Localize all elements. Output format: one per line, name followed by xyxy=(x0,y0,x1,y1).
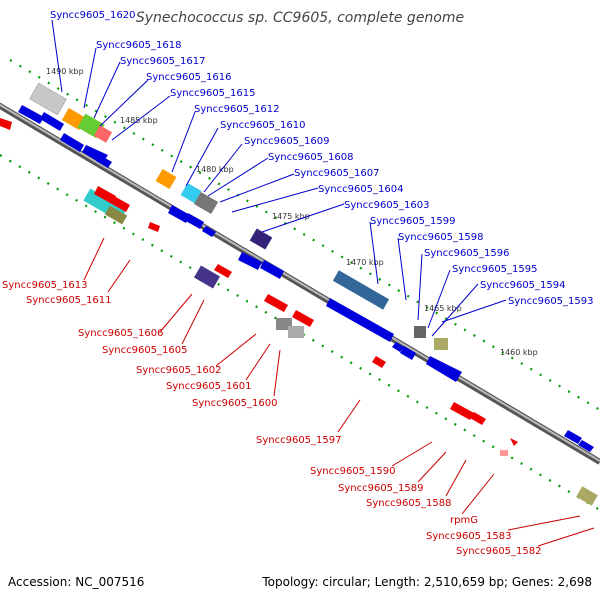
gene-arrow-k[interactable] xyxy=(326,298,394,342)
label-syncc9605-1582[interactable]: Syncc9605_1582 xyxy=(456,546,542,557)
gene-arrow-f[interactable] xyxy=(168,205,190,223)
reverse-label-leaders xyxy=(83,237,595,547)
reverse-gene-labels: Syncc9605_1613 Syncc9605_1611 Syncc9605_… xyxy=(2,280,542,557)
gene-1610-box[interactable] xyxy=(180,182,202,204)
label-syncc9605-1611[interactable]: Syncc9605_1611 xyxy=(26,295,112,306)
label-syncc9605-1595[interactable]: Syncc9605_1595 xyxy=(452,264,538,275)
gene-1616-box[interactable] xyxy=(93,125,113,143)
label-syncc9605-1609[interactable]: Syncc9605_1609 xyxy=(244,136,330,147)
gene-arrow-m[interactable] xyxy=(400,346,416,360)
gene-1600-box[interactable] xyxy=(288,326,304,338)
label-syncc9605-1583[interactable]: Syncc9605_1583 xyxy=(426,531,512,542)
gene-arrow-r7[interactable] xyxy=(292,310,314,327)
reverse-genes xyxy=(0,118,598,506)
gene-1606-box[interactable] xyxy=(193,265,221,289)
label-syncc9605-1620[interactable]: Syncc9605_1620 xyxy=(50,10,136,21)
gene-1583-box[interactable] xyxy=(576,486,598,506)
gene-rpmg-box[interactable] xyxy=(500,450,508,456)
label-syncc9605-1601[interactable]: Syncc9605_1601 xyxy=(166,381,252,392)
forward-gene-labels: Syncc9605_1620 Syncc9605_1618 Syncc9605_… xyxy=(50,10,594,307)
gene-arrow-r3[interactable] xyxy=(110,196,130,212)
label-syncc9605-1613[interactable]: Syncc9605_1613 xyxy=(2,280,88,291)
label-syncc9605-1608[interactable]: Syncc9605_1608 xyxy=(268,152,354,163)
label-syncc9605-1606[interactable]: Syncc9605_1606 xyxy=(78,328,164,339)
label-syncc9605-1602[interactable]: Syncc9605_1602 xyxy=(136,365,222,376)
gene-arrow-r11[interactable] xyxy=(510,438,518,446)
gene-arrow-r8[interactable] xyxy=(372,356,386,368)
label-syncc9605-1617[interactable]: Syncc9605_1617 xyxy=(120,56,206,67)
kbp-label-1465: 1465 kbp xyxy=(424,304,462,313)
label-syncc9605-1590[interactable]: Syncc9605_1590 xyxy=(310,466,396,477)
gene-1611-box[interactable] xyxy=(104,205,128,225)
label-syncc9605-1612[interactable]: Syncc9605_1612 xyxy=(194,104,280,115)
gene-1620-box[interactable] xyxy=(29,82,67,116)
label-syncc9605-1615[interactable]: Syncc9605_1615 xyxy=(170,88,256,99)
label-syncc9605-1599[interactable]: Syncc9605_1599 xyxy=(370,216,456,227)
gene-arrow-r6[interactable] xyxy=(264,294,288,312)
label-syncc9605-1598[interactable]: Syncc9605_1598 xyxy=(398,232,484,243)
kbp-label-1490: 1490 kbp xyxy=(46,67,84,76)
gene-arrow-b[interactable] xyxy=(40,112,64,131)
label-syncc9605-1597[interactable]: Syncc9605_1597 xyxy=(256,435,342,446)
gene-arrow-i[interactable] xyxy=(238,252,262,270)
gene-arrow-e[interactable] xyxy=(96,155,112,168)
genome-backbone-highlight xyxy=(0,103,600,462)
kbp-label-1480: 1480 kbp xyxy=(196,165,234,174)
label-syncc9605-1594[interactable]: Syncc9605_1594 xyxy=(480,280,566,291)
gene-arrow-n[interactable] xyxy=(426,356,462,382)
tick-track-upper xyxy=(9,59,600,411)
gene-1603-box[interactable] xyxy=(332,270,390,310)
label-syncc9605-1616[interactable]: Syncc9605_1616 xyxy=(146,72,232,83)
label-rpmg[interactable]: rpmG xyxy=(450,515,478,526)
label-syncc9605-1588[interactable]: Syncc9605_1588 xyxy=(366,498,452,509)
label-syncc9605-1589[interactable]: Syncc9605_1589 xyxy=(338,483,424,494)
gene-arrow-j[interactable] xyxy=(260,260,284,279)
gene-1609-box[interactable] xyxy=(193,191,219,215)
label-syncc9605-1593[interactable]: Syncc9605_1593 xyxy=(508,296,594,307)
label-syncc9605-1604[interactable]: Syncc9605_1604 xyxy=(318,184,404,195)
label-syncc9605-1618[interactable]: Syncc9605_1618 xyxy=(96,40,182,51)
map-title: Synechococcus sp. CC9605, complete genom… xyxy=(136,10,464,26)
label-syncc9605-1610[interactable]: Syncc9605_1610 xyxy=(220,120,306,131)
gene-arrow-r5[interactable] xyxy=(214,264,232,278)
kbp-label-1460: 1460 kbp xyxy=(500,348,538,357)
gene-1612-box[interactable] xyxy=(155,168,177,190)
forward-genes xyxy=(18,82,594,452)
topology-label: Topology: circular; Length: 2,510,659 bp… xyxy=(261,575,592,589)
gene-arrow-l[interactable] xyxy=(392,342,404,352)
gene-arrow-o[interactable] xyxy=(564,430,582,444)
gene-arrow-g[interactable] xyxy=(184,213,204,229)
kbp-label-1470: 1470 kbp xyxy=(346,258,384,267)
gene-1596-box[interactable] xyxy=(414,326,426,338)
gene-arrow-r2[interactable] xyxy=(94,186,116,204)
gene-arrow-p[interactable] xyxy=(578,440,594,452)
label-syncc9605-1603[interactable]: Syncc9605_1603 xyxy=(344,200,430,211)
gene-arrow-h[interactable] xyxy=(202,226,216,237)
gene-arrow-r10[interactable] xyxy=(470,412,486,425)
label-syncc9605-1600[interactable]: Syncc9605_1600 xyxy=(192,398,278,409)
gene-arrow-c[interactable] xyxy=(60,133,84,152)
gene-arrow-a[interactable] xyxy=(18,105,44,124)
label-syncc9605-1607[interactable]: Syncc9605_1607 xyxy=(294,168,380,179)
gene-arrow-r1[interactable] xyxy=(0,118,12,130)
kbp-label-1475: 1475 kbp xyxy=(272,212,310,221)
forward-label-leaders xyxy=(51,19,507,337)
kbp-label-1485: 1485 kbp xyxy=(120,116,158,125)
gene-1594-box[interactable] xyxy=(434,338,448,350)
gene-arrow-r9[interactable] xyxy=(450,402,474,420)
label-syncc9605-1596[interactable]: Syncc9605_1596 xyxy=(424,248,510,259)
kbp-labels: 1490 kbp 1485 kbp 1480 kbp 1475 kbp 1470… xyxy=(46,67,538,357)
accession-label: Accession: NC_007516 xyxy=(8,575,144,589)
label-syncc9605-1605[interactable]: Syncc9605_1605 xyxy=(102,345,188,356)
gene-1604-box[interactable] xyxy=(249,228,273,250)
gene-arrow-r4[interactable] xyxy=(148,222,160,232)
